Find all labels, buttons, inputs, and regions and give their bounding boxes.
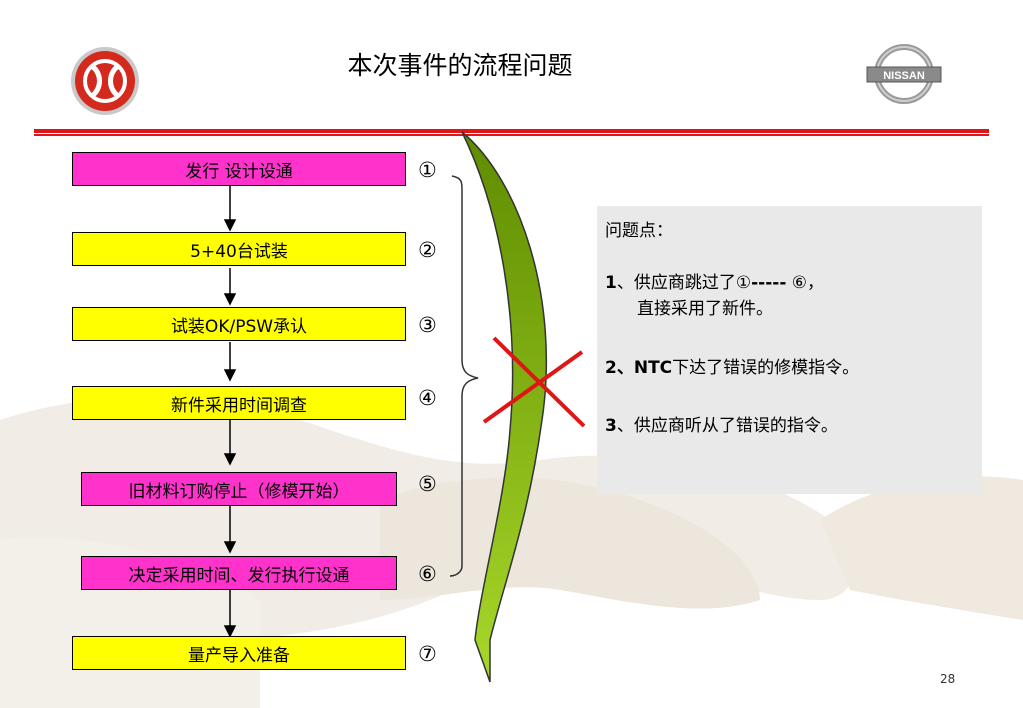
- step-number-6: ⑥: [418, 562, 437, 586]
- issue-1-text: 、供应商跳过了①: [616, 273, 752, 293]
- step-number-5: ⑤: [418, 472, 437, 496]
- issue-1-tail: ⑥，: [786, 273, 825, 293]
- header-divider-thin: [34, 134, 989, 136]
- nissan-logo: NISSAN: [866, 44, 942, 104]
- issue-1-number: 1: [605, 273, 617, 293]
- skip-arrow: [461, 131, 548, 683]
- page-number: 28: [940, 672, 956, 686]
- issue-2-ntc: 、NTC: [616, 358, 673, 378]
- step-3-box: 试装OK/PSW承认: [72, 307, 406, 341]
- step-4-box: 新件采用时间调查: [72, 386, 406, 420]
- issue-2: 2、NTC下达了错误的修模指令。: [605, 353, 859, 378]
- step-5-box: 旧材料订购停止（修模开始）: [81, 472, 397, 506]
- step-number-2: ②: [418, 238, 437, 262]
- page-title: 本次事件的流程问题: [347, 51, 573, 80]
- nissan-logo-text: NISSAN: [883, 70, 925, 82]
- step-5-label: 旧材料订购停止（修模开始）: [128, 481, 350, 502]
- step-number-4: ④: [418, 386, 437, 410]
- step-3-label: 试装OK/PSW承认: [170, 316, 308, 337]
- step-1-box: 发行 设计设通: [72, 152, 406, 186]
- step-6-box: 决定采用时间、发行执行设通: [81, 556, 397, 590]
- issues-panel: 问题点： 1、供应商跳过了①----- ⑥， 直接采用了新件。 2、NTC下达了…: [597, 206, 982, 494]
- step-2-label: 5+40台试装: [190, 241, 288, 262]
- dongfeng-logo: [71, 47, 139, 115]
- step-2-box: 5+40台试装: [72, 232, 406, 266]
- issue-1-line2: 直接采用了新件。: [637, 299, 773, 319]
- issue-2-number: 2: [605, 358, 617, 378]
- flow-overlay: [449, 131, 586, 683]
- issue-1: 1、供应商跳过了①----- ⑥，: [605, 268, 824, 293]
- issue-3: 3、供应商听从了错误的指令。: [605, 411, 838, 436]
- issue-3-text: 、供应商听从了错误的指令。: [616, 416, 838, 436]
- step-7-label: 量产导入准备: [188, 645, 290, 666]
- header-divider: [34, 129, 989, 133]
- group-bracket: [449, 175, 479, 577]
- issue-1-dashes: -----: [751, 273, 787, 293]
- step-number-1: ①: [418, 158, 437, 182]
- step-1-label: 发行 设计设通: [185, 161, 293, 182]
- cross-line-b: [482, 350, 584, 424]
- step-number-7: ⑦: [418, 642, 437, 666]
- step-number-3: ③: [418, 313, 437, 337]
- step-6-label: 决定采用时间、发行执行设通: [128, 565, 350, 586]
- issue-3-number: 3: [605, 416, 617, 436]
- flow-arrows: [223, 186, 237, 638]
- issue-2-text: 下达了错误的修模指令。: [672, 358, 860, 378]
- step-4-label: 新件采用时间调查: [171, 395, 307, 416]
- step-7-box: 量产导入准备: [72, 636, 406, 670]
- issues-heading: 问题点：: [605, 221, 673, 241]
